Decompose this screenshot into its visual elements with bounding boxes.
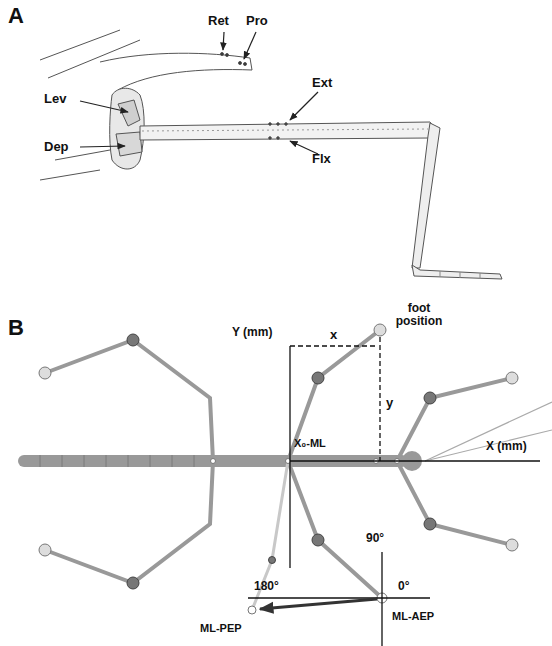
- foot-label: foot position: [388, 302, 450, 328]
- position-label: ML-PEP: [200, 622, 242, 634]
- panel-letter: A: [8, 4, 24, 28]
- angle-label: 0°: [398, 580, 409, 593]
- axes: [248, 337, 540, 646]
- panel-letter: B: [8, 316, 24, 340]
- muscle-label: Flx: [312, 152, 331, 166]
- axis-label: Y (mm): [232, 326, 272, 339]
- axis-label: X (mm): [486, 440, 527, 453]
- position-label: ML-AEP: [392, 610, 434, 622]
- muscle-label: Pro: [246, 14, 268, 28]
- dimension-label: y: [386, 396, 393, 410]
- leader-arrows: [80, 32, 318, 154]
- dimension-label: x: [330, 328, 337, 342]
- angle-label: 90°: [366, 532, 384, 545]
- muscle-label: Ret: [208, 14, 229, 28]
- leg-drawing: [40, 30, 502, 279]
- angle-label: 180°: [254, 580, 279, 593]
- muscle-label: Lev: [44, 92, 66, 106]
- body-schematic: [18, 324, 552, 614]
- origin-label: X₀-ML: [294, 437, 326, 449]
- muscle-label: Ext: [312, 76, 332, 90]
- muscle-label: Dep: [44, 140, 69, 154]
